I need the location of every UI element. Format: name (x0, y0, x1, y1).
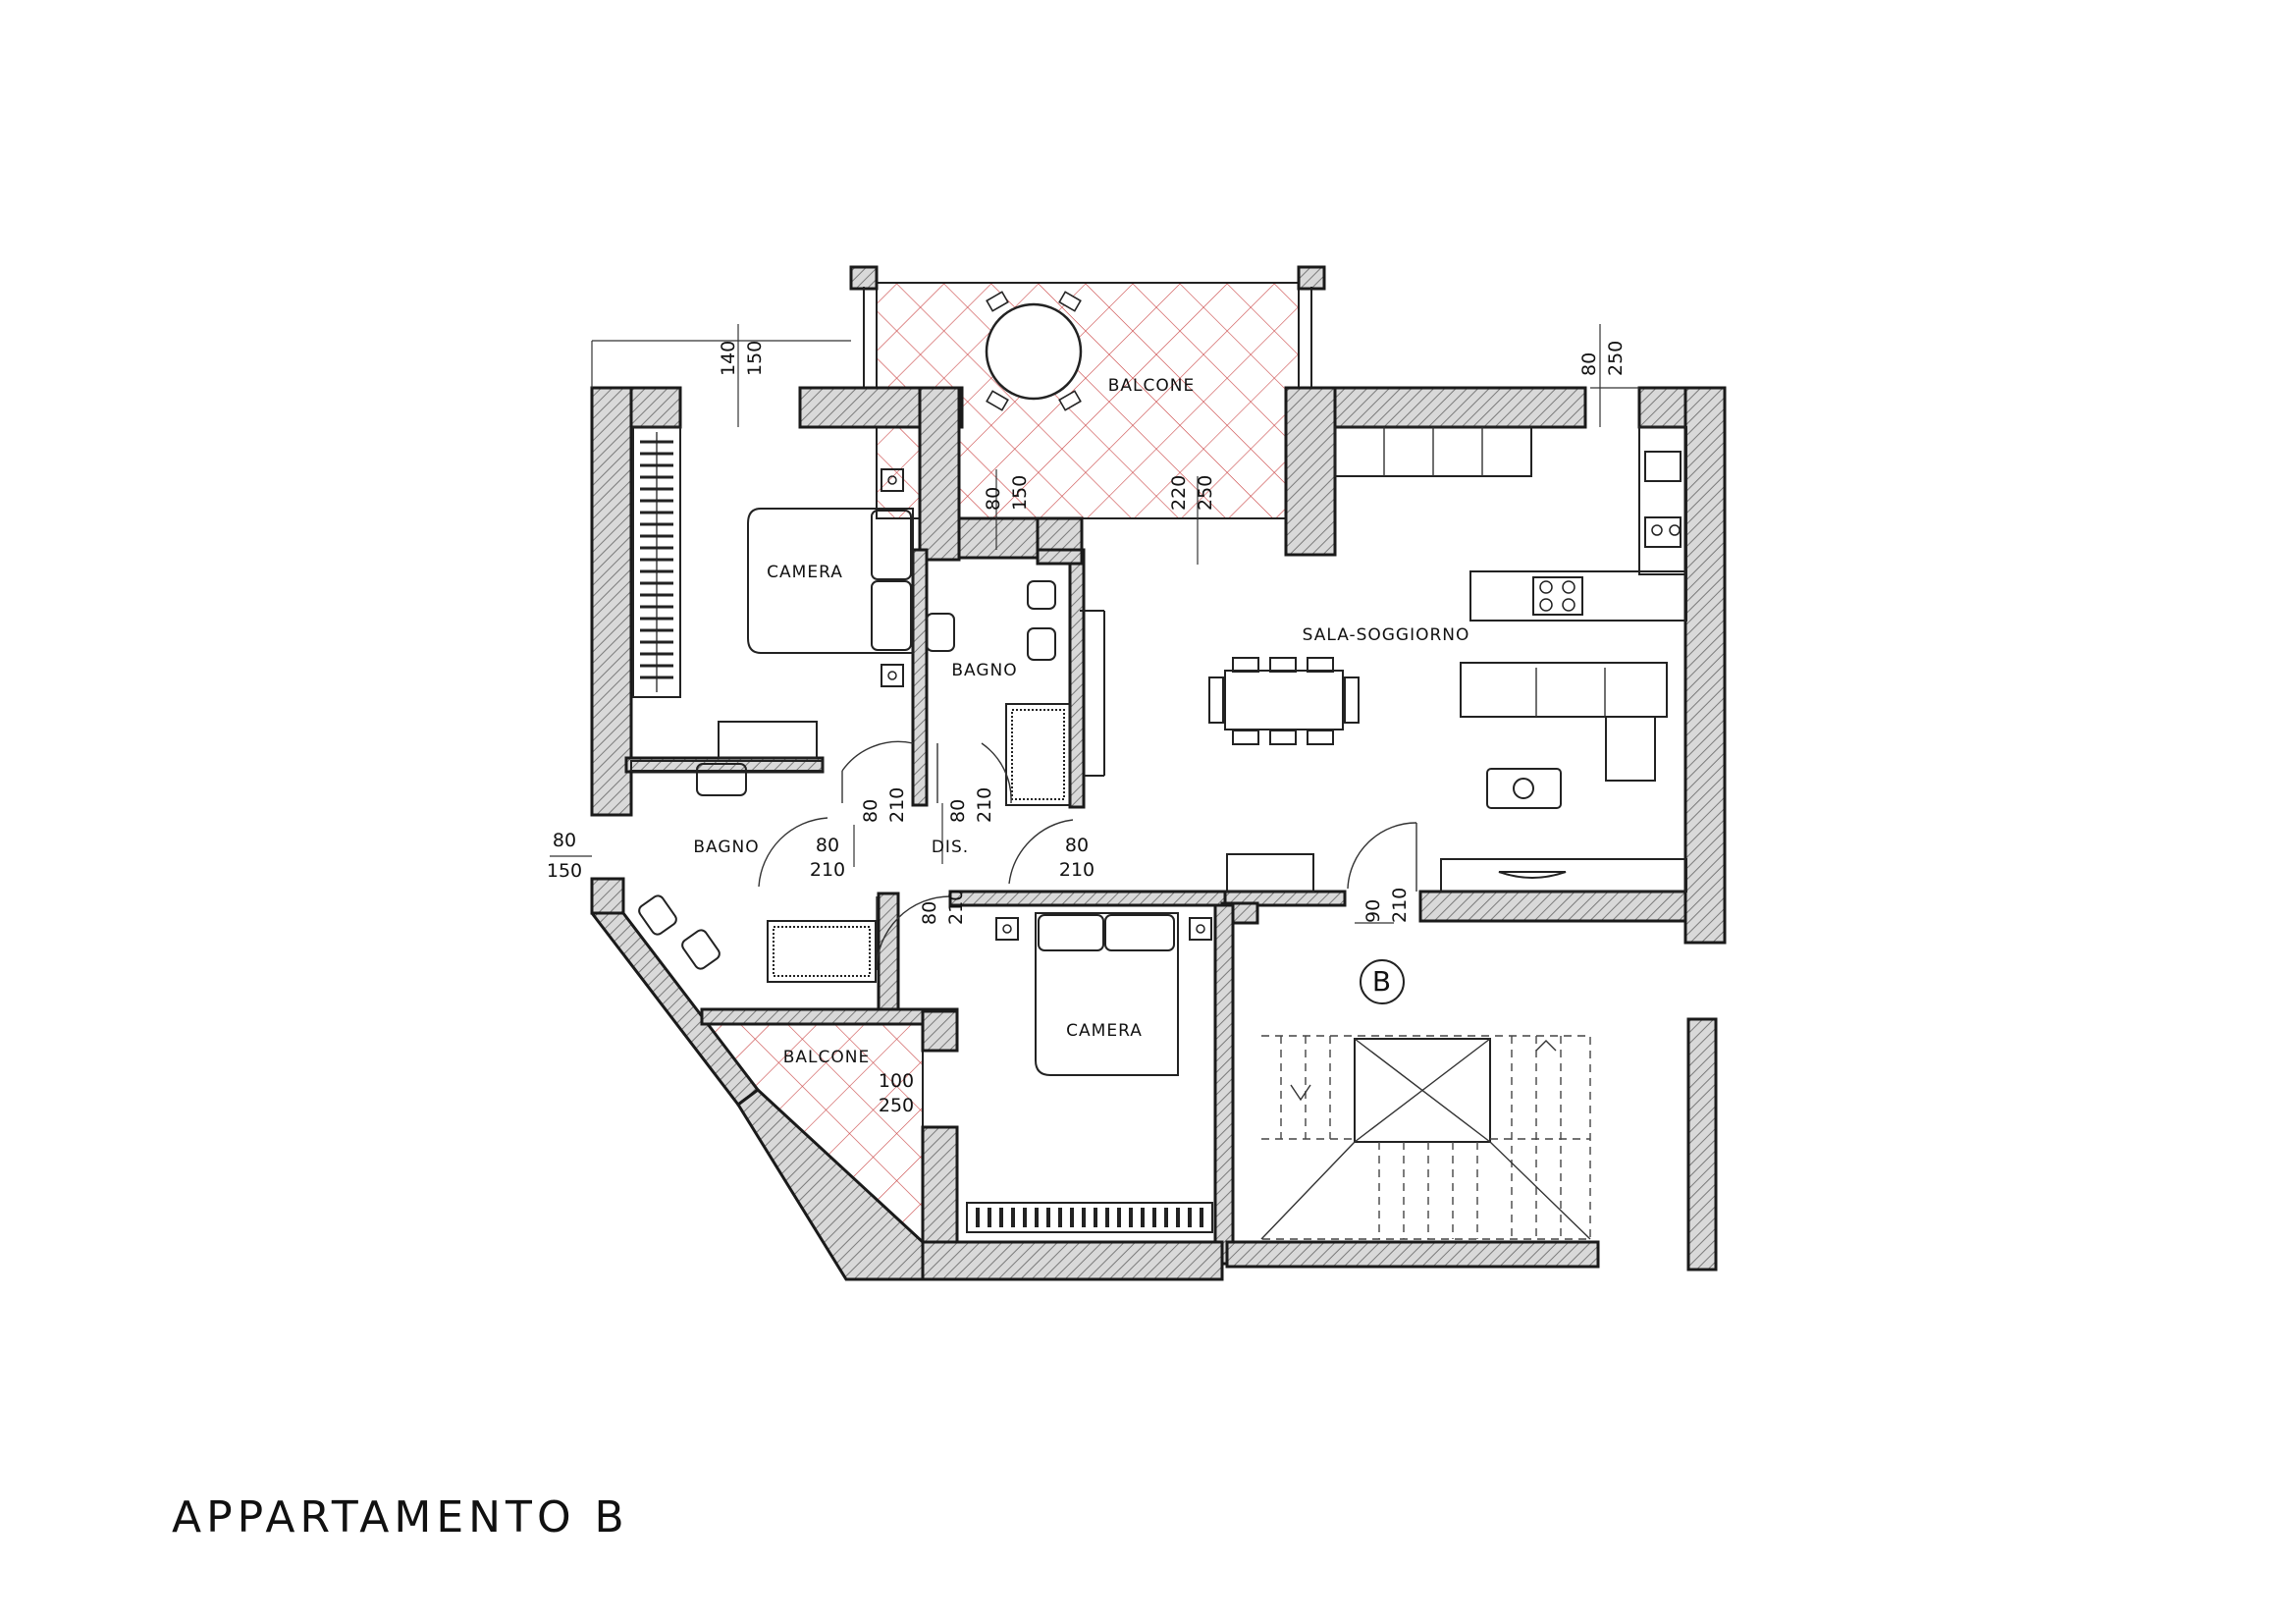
bagno-left-fixtures (630, 760, 877, 983)
dim-3b: 150 (1009, 475, 1031, 511)
bagno-top-fixtures (926, 580, 1105, 806)
doors (758, 740, 1417, 971)
dim-3a: 80 (983, 487, 1004, 511)
sala-furniture (1208, 426, 1687, 893)
camera-bottom-furniture (966, 912, 1213, 1233)
label-camera-bottom: CAMERA (1066, 1021, 1143, 1041)
label-balcone-top: BALCONE (1108, 376, 1195, 396)
dim-6b: 210 (974, 787, 995, 823)
dim-2b: 250 (1605, 341, 1627, 376)
camera-top-furniture (632, 426, 914, 759)
stair-marker (1360, 959, 1405, 1004)
walls (590, 386, 1727, 1281)
label-sala-soggiorno: SALA-SOGGIORNO (1303, 625, 1470, 645)
dim-12b: 250 (879, 1095, 914, 1116)
dim-1b: 150 (744, 341, 766, 376)
label-bagno-top: BAGNO (951, 661, 1017, 680)
dim-8b: 210 (810, 859, 845, 881)
page-title: APPARTAMENTO B (172, 1492, 629, 1542)
label-camera-top: CAMERA (767, 563, 843, 582)
dim-10b: 210 (945, 890, 967, 925)
dim-12a: 100 (879, 1070, 914, 1092)
dim-4a: 220 (1168, 475, 1190, 511)
dim-4b: 250 (1195, 475, 1216, 511)
dim-11a: 90 (1362, 899, 1384, 923)
dim-1a: 140 (718, 341, 739, 376)
dim-9b: 210 (1059, 859, 1095, 881)
dimension-lines (550, 324, 1639, 924)
label-balcone-bottom: BALCONE (783, 1048, 870, 1067)
dim-5b: 210 (886, 787, 908, 823)
dim-7a: 80 (553, 830, 576, 851)
label-bagno-left: BAGNO (693, 838, 759, 857)
dim-9a: 80 (1065, 835, 1089, 856)
stair-marker-label: B (1372, 965, 1392, 998)
dim-11b: 210 (1389, 888, 1411, 923)
dim-10a: 80 (919, 901, 940, 925)
dim-6a: 80 (947, 799, 969, 823)
dim-5a: 80 (860, 799, 881, 823)
label-dis: DIS. (932, 838, 969, 857)
dim-7b: 150 (547, 860, 582, 882)
dim-2a: 80 (1578, 352, 1600, 376)
dim-8a: 80 (816, 835, 839, 856)
dimension-labels: 140 150 80 250 80 150 220 250 80 210 80 … (547, 341, 1627, 1116)
stairwell: B (1260, 959, 1591, 1240)
